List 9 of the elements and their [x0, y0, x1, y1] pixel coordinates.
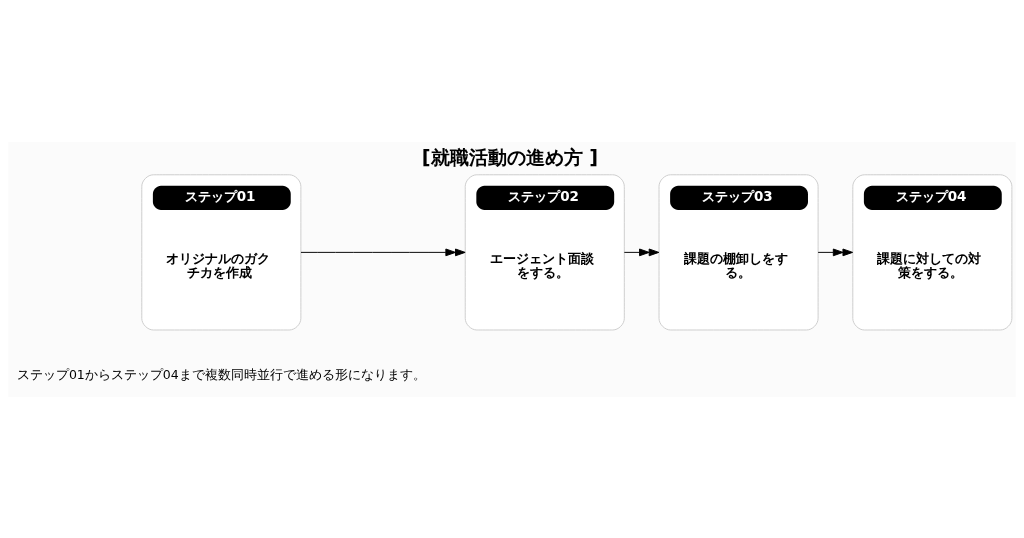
arrow	[300, 248, 466, 256]
arrow	[623, 248, 660, 256]
node-box: ステップ04 課題に対しての対策をする。	[852, 173, 1013, 330]
diagram-title: [就職活動の進め方 ]	[421, 145, 599, 169]
node-box: ステップ03 課題の棚卸しをする。	[658, 173, 819, 330]
node-box: ステップ02 エージェント面談をする。	[464, 173, 625, 330]
arrow	[817, 248, 854, 256]
node-box: ステップ01 オリジナルのガクチカを作成	[141, 173, 302, 330]
label: ステップ01からステップ04まで複数同時並行で進める形になります。	[16, 366, 426, 382]
